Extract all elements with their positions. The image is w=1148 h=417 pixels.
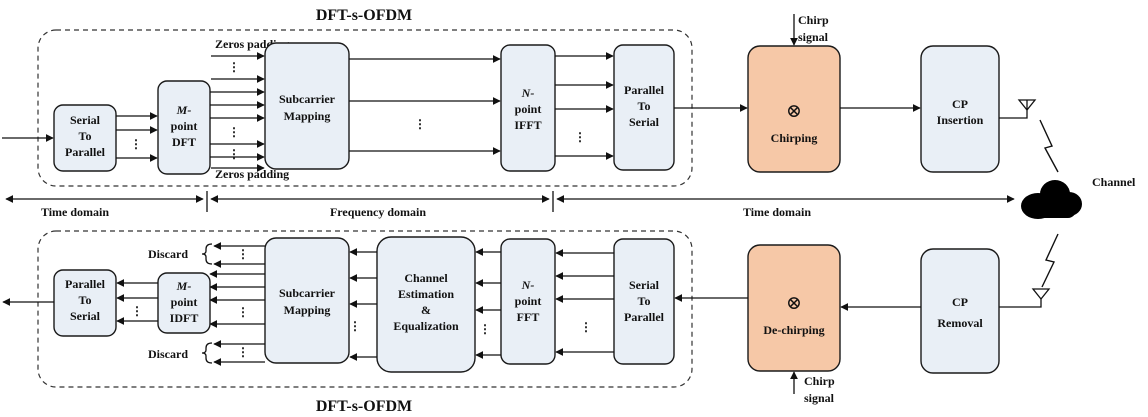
tx-s2p-l3: Parallel: [65, 145, 106, 159]
chirping-block: ⊗ Chirping: [747, 45, 841, 173]
rx-dots-2: ⋮: [479, 322, 491, 336]
tx-dft-italic: M-: [176, 103, 192, 117]
rx-dots-discard-bottom: ⋮: [237, 345, 249, 359]
rx-m-point-idft-block: M- point IDFT: [157, 272, 211, 334]
rx-s2p-l2: To: [638, 294, 651, 308]
rx-idft-l1: point: [171, 295, 198, 309]
tx-p2s-l2: To: [638, 99, 651, 113]
rx-mapping-l1: Subcarrier: [279, 286, 336, 300]
title-bottom: DFT-s-OFDM: [316, 398, 412, 415]
rx-n-point-fft-block: N- point FFT: [500, 238, 556, 365]
rx-dots-1: ⋮: [580, 320, 592, 334]
rx-dots-5: ⋮: [131, 304, 143, 318]
rx-chirp-signal-l2: signal: [804, 391, 835, 405]
tx-s2p-l2: To: [79, 129, 92, 143]
cp-removal-l2: Removal: [937, 316, 983, 330]
tx-s2p-l1: Serial: [70, 113, 101, 127]
tx-ifft-l1: point: [515, 102, 542, 116]
rx-dots-discard-top: ⋮: [237, 247, 249, 261]
rx-est-l3: &: [421, 303, 431, 317]
rx-subcarrier-mapping-block: Subcarrier Mapping: [264, 237, 350, 364]
lightning-bottom-icon: [1041, 233, 1059, 288]
de-chirping-label: De-chirping: [763, 323, 824, 337]
tx-dots-zp-bottom: ⋮: [228, 147, 240, 161]
rx-chirp-signal-l1: Chirp: [804, 374, 835, 388]
tx-subcarrier-mapping-block: Subcarrier Mapping: [264, 42, 350, 170]
cloud-icon: [1021, 180, 1082, 219]
cp-insertion-block: CP Insertion: [920, 45, 1000, 173]
rx-discard-top: Discard: [148, 247, 188, 261]
rx-mapping-l2: Mapping: [284, 303, 331, 317]
tx-dots-3: ⋮: [414, 117, 426, 131]
rx-fft-italic: N-: [521, 278, 535, 292]
rx-parallel-to-serial-block: Parallel To Serial: [53, 269, 117, 337]
tx-dots-4: ⋮: [574, 130, 586, 144]
de-chirping-block: ⊗ De-chirping: [747, 244, 841, 372]
tx-n-point-ifft-block: N- point IFFT: [500, 44, 556, 172]
cp-insertion-l2: Insertion: [937, 113, 984, 127]
rx-p2s-l1: Parallel: [65, 277, 106, 291]
domain-mid-label: Frequency domain: [330, 205, 426, 219]
chirping-label: Chirping: [771, 131, 818, 145]
channel-estimation-equalization-block: Channel Estimation & Equalization: [376, 236, 476, 373]
tx-dots-zp-top: ⋮: [228, 60, 240, 74]
rx-p2s-l2: To: [79, 293, 92, 307]
rx-s2p-l3: Parallel: [624, 310, 665, 324]
rx-idft-l2: IDFT: [170, 311, 199, 325]
rx-dots-3: ⋮: [349, 319, 361, 333]
rx-fft-l1: point: [515, 294, 542, 308]
tx-mapping-l2: Mapping: [284, 109, 331, 123]
mixer-icon: ⊗: [786, 101, 802, 122]
tx-ifft-italic: N-: [521, 86, 535, 100]
domain-right-label: Time domain: [743, 205, 811, 219]
rx-p2s-l3: Serial: [70, 309, 101, 323]
tx-zeros-padding-bottom: Zeros padding: [215, 167, 289, 181]
rx-serial-to-parallel-block: Serial To Parallel: [613, 238, 675, 365]
rx-idft-italic: M-: [176, 279, 192, 293]
tx-p2s-l3: Serial: [629, 115, 660, 129]
domain-left-label: Time domain: [41, 205, 109, 219]
tx-chirp-signal-l2: signal: [798, 30, 829, 44]
rx-discard-bottom: Discard: [148, 347, 188, 361]
tx-parallel-to-serial-block: Parallel To Serial: [613, 44, 675, 171]
tx-m-point-dft-block: M- point DFT: [157, 80, 211, 175]
tx-p2s-l1: Parallel: [624, 83, 665, 97]
tx-dft-l1: point: [171, 119, 198, 133]
tx-ifft-l2: IFFT: [514, 118, 541, 132]
cp-removal-block: CP Removal: [920, 248, 1000, 374]
tx-dots-1: ⋮: [130, 137, 142, 151]
tx-serial-to-parallel-block: Serial To Parallel: [53, 104, 117, 172]
cp-insertion-l1: CP: [952, 97, 968, 111]
rx-est-l4: Equalization: [393, 319, 459, 333]
rx-dots-4: ⋮: [237, 305, 249, 319]
antenna-bottom-icon: [1031, 288, 1051, 301]
mixer-rx-icon: ⊗: [786, 293, 802, 314]
cp-removal-l1: CP: [952, 295, 968, 309]
tx-dft-l2: DFT: [172, 135, 196, 149]
antenna-top-icon: [1017, 99, 1037, 112]
tx-dots-2: ⋮: [228, 125, 240, 139]
rx-s2p-l1: Serial: [629, 278, 660, 292]
tx-mapping-l1: Subcarrier: [279, 92, 336, 106]
rx-fft-l2: FFT: [517, 310, 540, 324]
rx-frame: [37, 230, 693, 388]
tx-chirp-signal-l1: Chirp: [798, 13, 829, 27]
channel-label: Channel: [1092, 175, 1136, 189]
tx-frame: [37, 29, 693, 187]
title-top: DFT-s-OFDM: [316, 7, 412, 24]
lightning-top-icon: [1039, 119, 1059, 173]
rx-est-l1: Channel: [404, 271, 448, 285]
rx-est-l2: Estimation: [398, 287, 454, 301]
